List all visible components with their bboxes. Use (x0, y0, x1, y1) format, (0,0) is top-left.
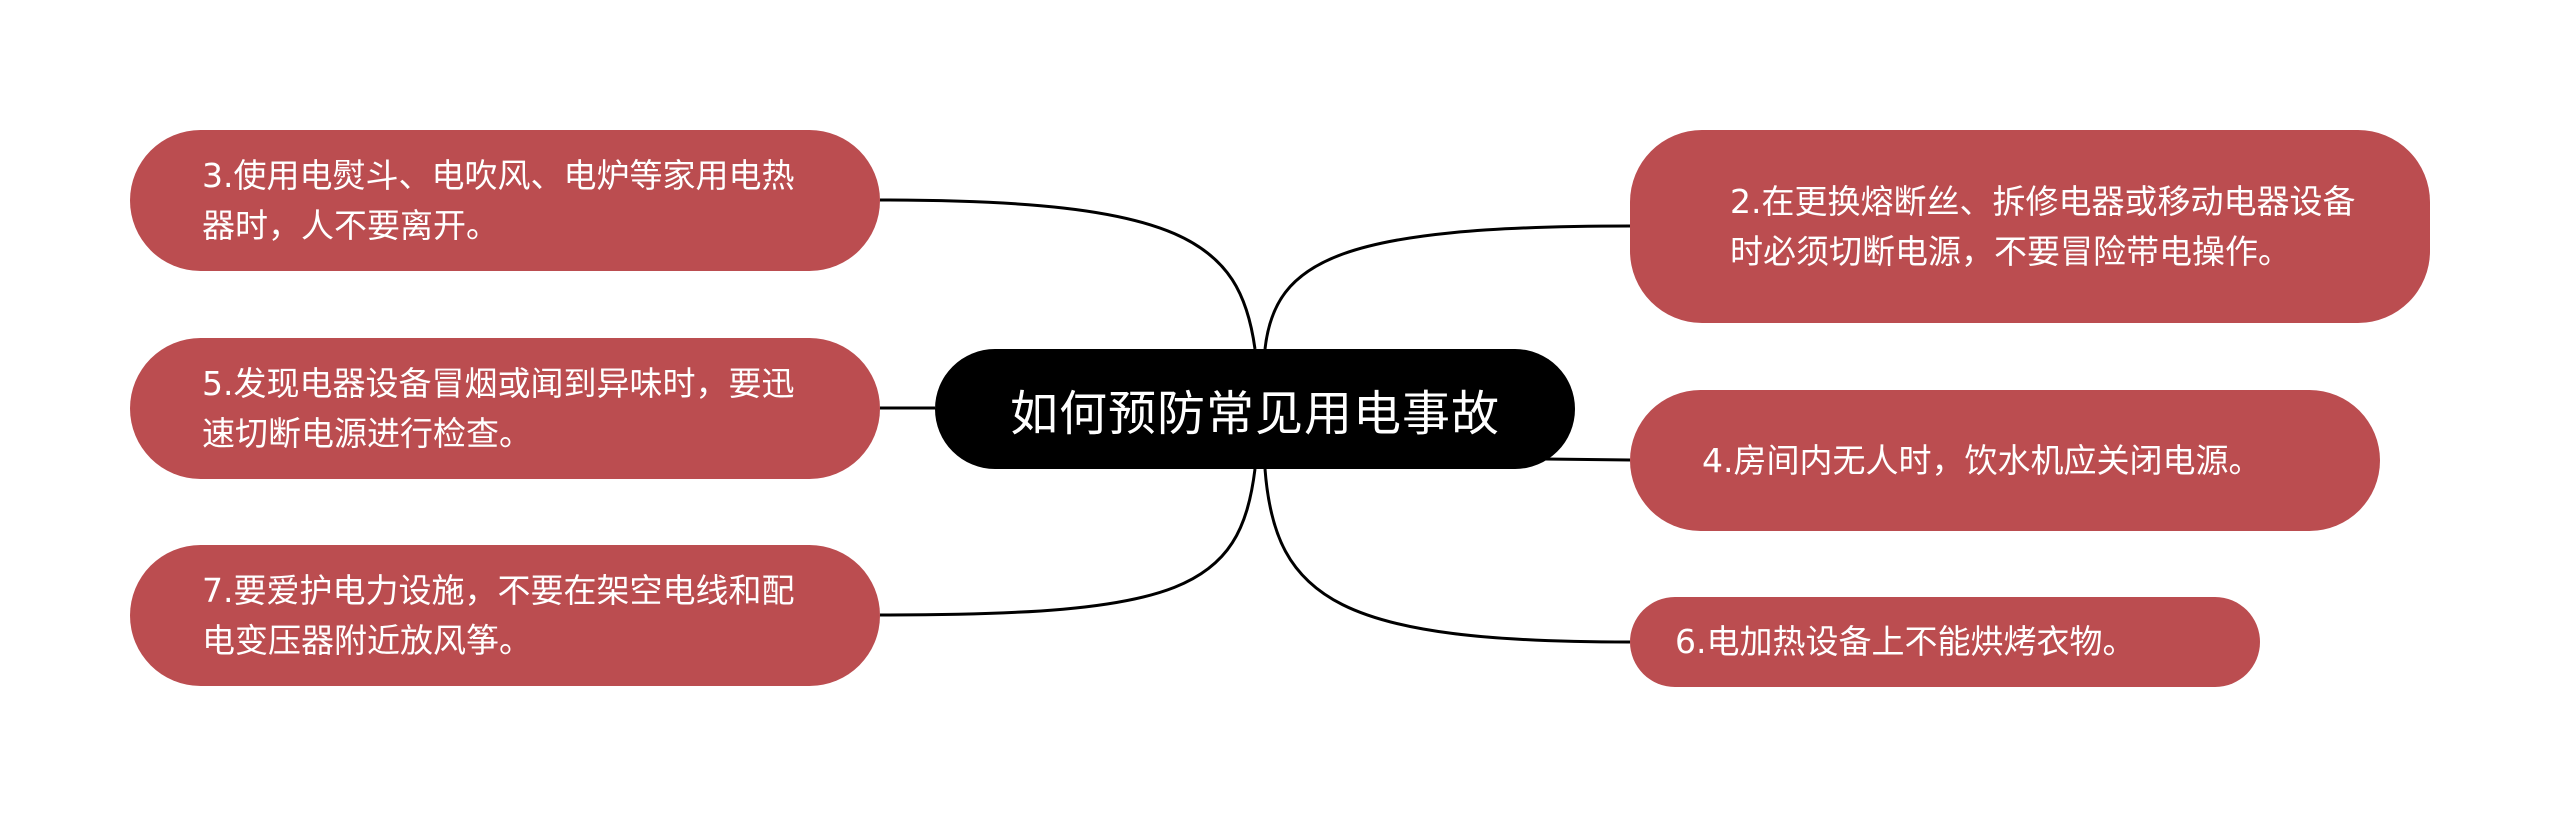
topic-2-label: 2.在更换熔断丝、拆修电器或移动电器设备时必须切断电源，不要冒险带电操作。 (1730, 181, 2356, 271)
topic-node-5[interactable]: 5.发现电器设备冒烟或闻到异味时，要迅速切断电源进行检查。 (130, 338, 880, 479)
central-topic[interactable]: 如何预防常见用电事故 (935, 349, 1575, 469)
connector-topic-7 (879, 468, 1257, 617)
central-topic-label: 如何预防常见用电事故 (1009, 386, 1500, 442)
connector-topic-2 (1263, 224, 1631, 350)
connector-topic-3 (879, 198, 1257, 350)
topic-4-label: 4.房间内无人时，饮水机应关闭电源。 (1702, 440, 2262, 480)
topic-node-7[interactable]: 7.要爱护电力设施，不要在架空电线和配电变压器附近放风筝。 (130, 545, 880, 686)
connector-topic-6 (1263, 468, 1631, 644)
topic-node-4[interactable]: 4.房间内无人时，饮水机应关闭电源。 (1630, 390, 2380, 531)
connector-topic-4 (1544, 457, 1631, 462)
topic-node-3[interactable]: 3.使用电熨斗、电吹风、电炉等家用电热器时，人不要离开。 (130, 130, 880, 271)
topic-6-label: 6.电加热设备上不能烘烤衣物。 (1675, 622, 2136, 661)
topic-5-label: 5.发现电器设备冒烟或闻到异味时，要迅速切断电源进行检查。 (202, 363, 795, 453)
topic-3-label: 3.使用电熨斗、电吹风、电炉等家用电热器时，人不要离开。 (202, 155, 795, 245)
topic-7-label: 7.要爱护电力设施，不要在架空电线和配电变压器附近放风筝。 (202, 570, 795, 660)
topic-node-2[interactable]: 2.在更换熔断丝、拆修电器或移动电器设备时必须切断电源，不要冒险带电操作。 (1630, 130, 2430, 323)
topic-node-6[interactable]: 6.电加热设备上不能烘烤衣物。 (1630, 597, 2260, 687)
